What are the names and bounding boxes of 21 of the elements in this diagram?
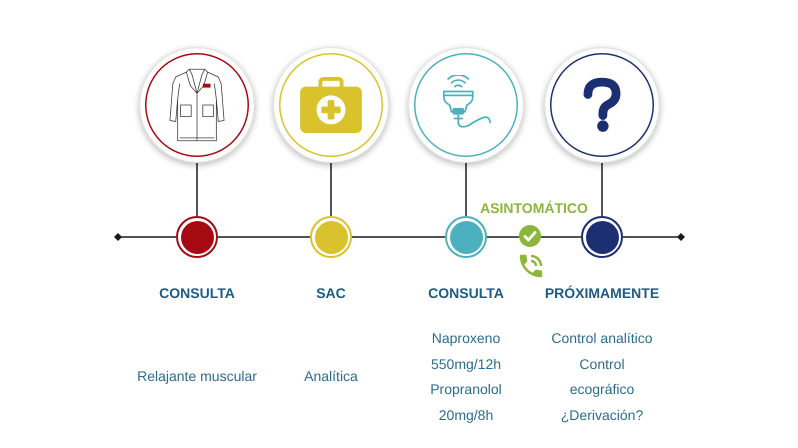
timeline-end-line <box>114 233 176 241</box>
status-label: ASINTOMÁTICO <box>479 199 589 217</box>
connector-line <box>601 163 603 216</box>
connector-line <box>487 236 581 238</box>
step-note: ¿Derivación? <box>560 406 644 424</box>
timeline-end-line <box>623 233 685 241</box>
step-title: PRÓXIMAMENTE <box>544 284 660 302</box>
step-title: CONSULTA <box>427 284 505 302</box>
step-title: CONSULTA <box>158 284 236 302</box>
step-note: Naproxeno 550mg/12h <box>430 329 502 374</box>
connector-line <box>196 163 198 216</box>
step-note: Propranolol 20mg/8h <box>429 380 503 425</box>
step-note: Analítica <box>303 367 359 386</box>
connector-line <box>330 163 332 216</box>
connector-line <box>352 236 445 238</box>
step-title: SAC <box>315 284 347 302</box>
connector-line <box>218 236 310 238</box>
step-note: Control ecográfico <box>568 354 636 399</box>
step-note: Control analítico <box>550 329 654 348</box>
connector-line <box>465 163 467 216</box>
step-note: Relajante muscular <box>136 367 258 386</box>
